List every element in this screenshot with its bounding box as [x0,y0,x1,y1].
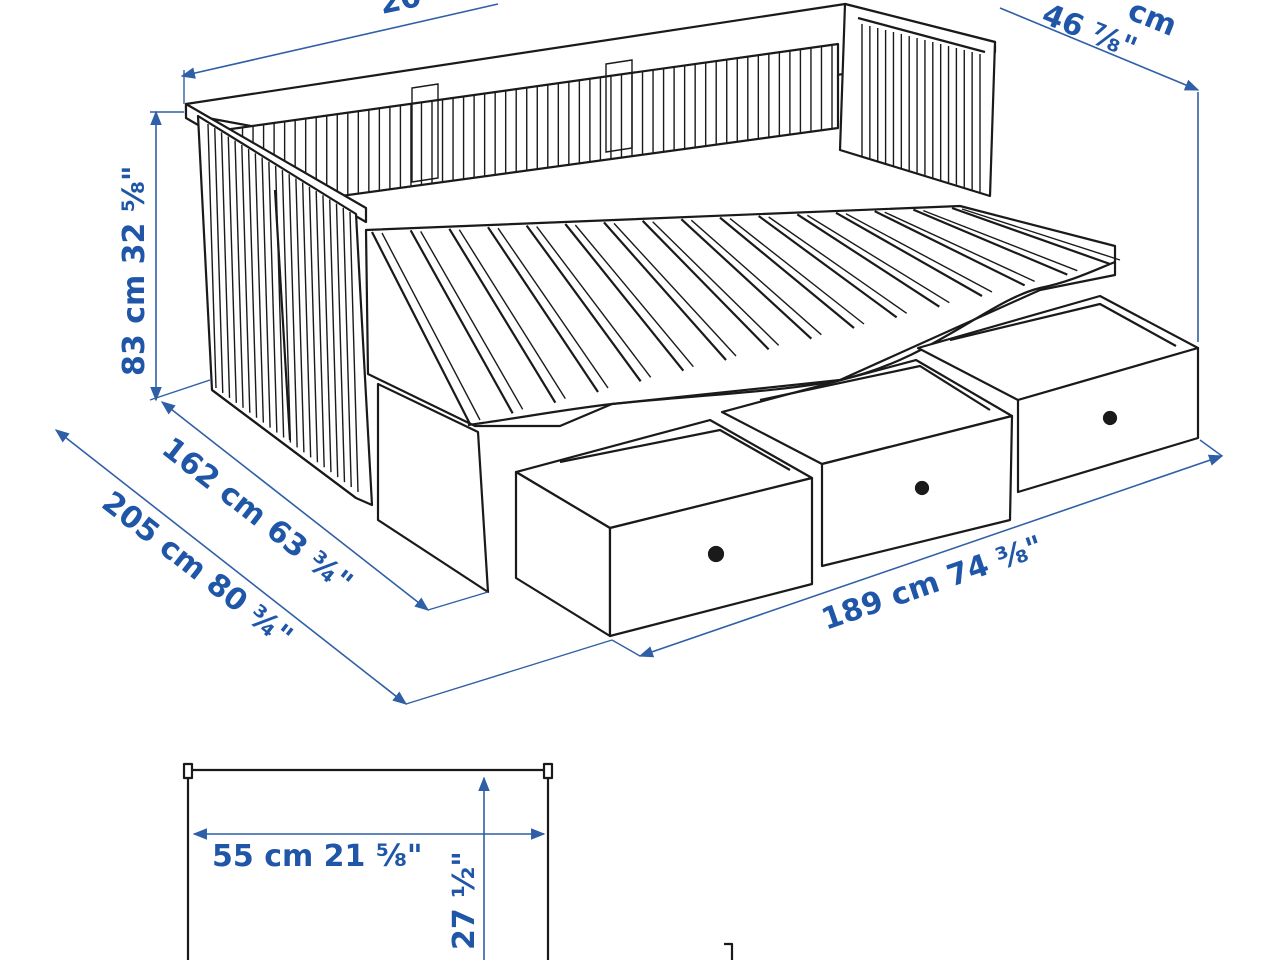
end-slat [247,149,258,418]
end-slat [207,123,217,389]
end-slat [281,170,292,443]
bed-slat-edge [845,213,993,293]
bed-slat-edge [768,216,908,314]
bed-slat [680,218,813,340]
top-depth-dim-line [999,7,1200,91]
bed-slat-edge [458,229,566,400]
end-slat [268,161,278,433]
bed-slat-edge [381,232,481,421]
drawer-left [514,418,814,638]
end-slat [274,165,285,438]
detail-width-label: 55 cm 21 ⅝" [212,839,423,874]
top-width-label: 20 [376,0,424,22]
bed-slat [603,221,727,361]
bed-slat-edge [613,222,737,357]
bed-slat [448,228,557,404]
height-label: 83 cm 32 ⅝" [117,165,152,376]
bed-slat-edge [497,227,609,389]
bed-slat [487,226,599,393]
bed-slat [409,229,514,414]
bed-slat-edge [574,224,694,368]
bed-slat-edge [806,214,950,304]
bed-slat-edge [884,211,1035,282]
end-slat [234,140,244,408]
open-depth-dim-line [54,429,408,705]
detail-fragment [724,942,734,960]
bed-slat-edge [652,221,780,346]
top-depth-inch-label: 46 ⅞" [1037,0,1142,66]
right-side-panel [838,2,997,198]
bed-slat-edge [961,208,1121,261]
dimension-lines [54,3,1224,705]
end-slat [227,136,237,403]
daybed-illustration [184,2,1200,638]
slatted-base [364,204,1121,428]
bed-slat [719,216,855,329]
bed-slat [874,210,1026,287]
end-slat [254,153,265,423]
bed-slat-edge [923,209,1078,272]
top-width-dim-line [180,3,499,79]
bed-slat-edge [729,218,865,325]
bed-slat-edge [536,226,652,378]
bed-slat [525,224,642,382]
length-dim-line [638,454,1224,658]
drawer-detail: 55 cm 21 ⅝" 27 ½" [182,762,734,960]
end-slat [220,132,231,398]
bed-slat [371,231,471,425]
bed-slat [758,215,898,319]
bed-slat [796,213,940,308]
back-panel [184,2,997,214]
end-slat [214,128,224,393]
bed-slat [835,211,983,297]
bed-slat [641,220,770,351]
detail-height-label: 27 ½" [447,851,482,950]
bed-slat-edge [690,219,822,336]
end-slat [261,157,271,428]
bed-slat [951,206,1111,266]
bed-slat [912,208,1068,276]
end-slat [241,144,251,413]
bed-slat [564,223,685,372]
bed-slat-edge [420,231,524,410]
